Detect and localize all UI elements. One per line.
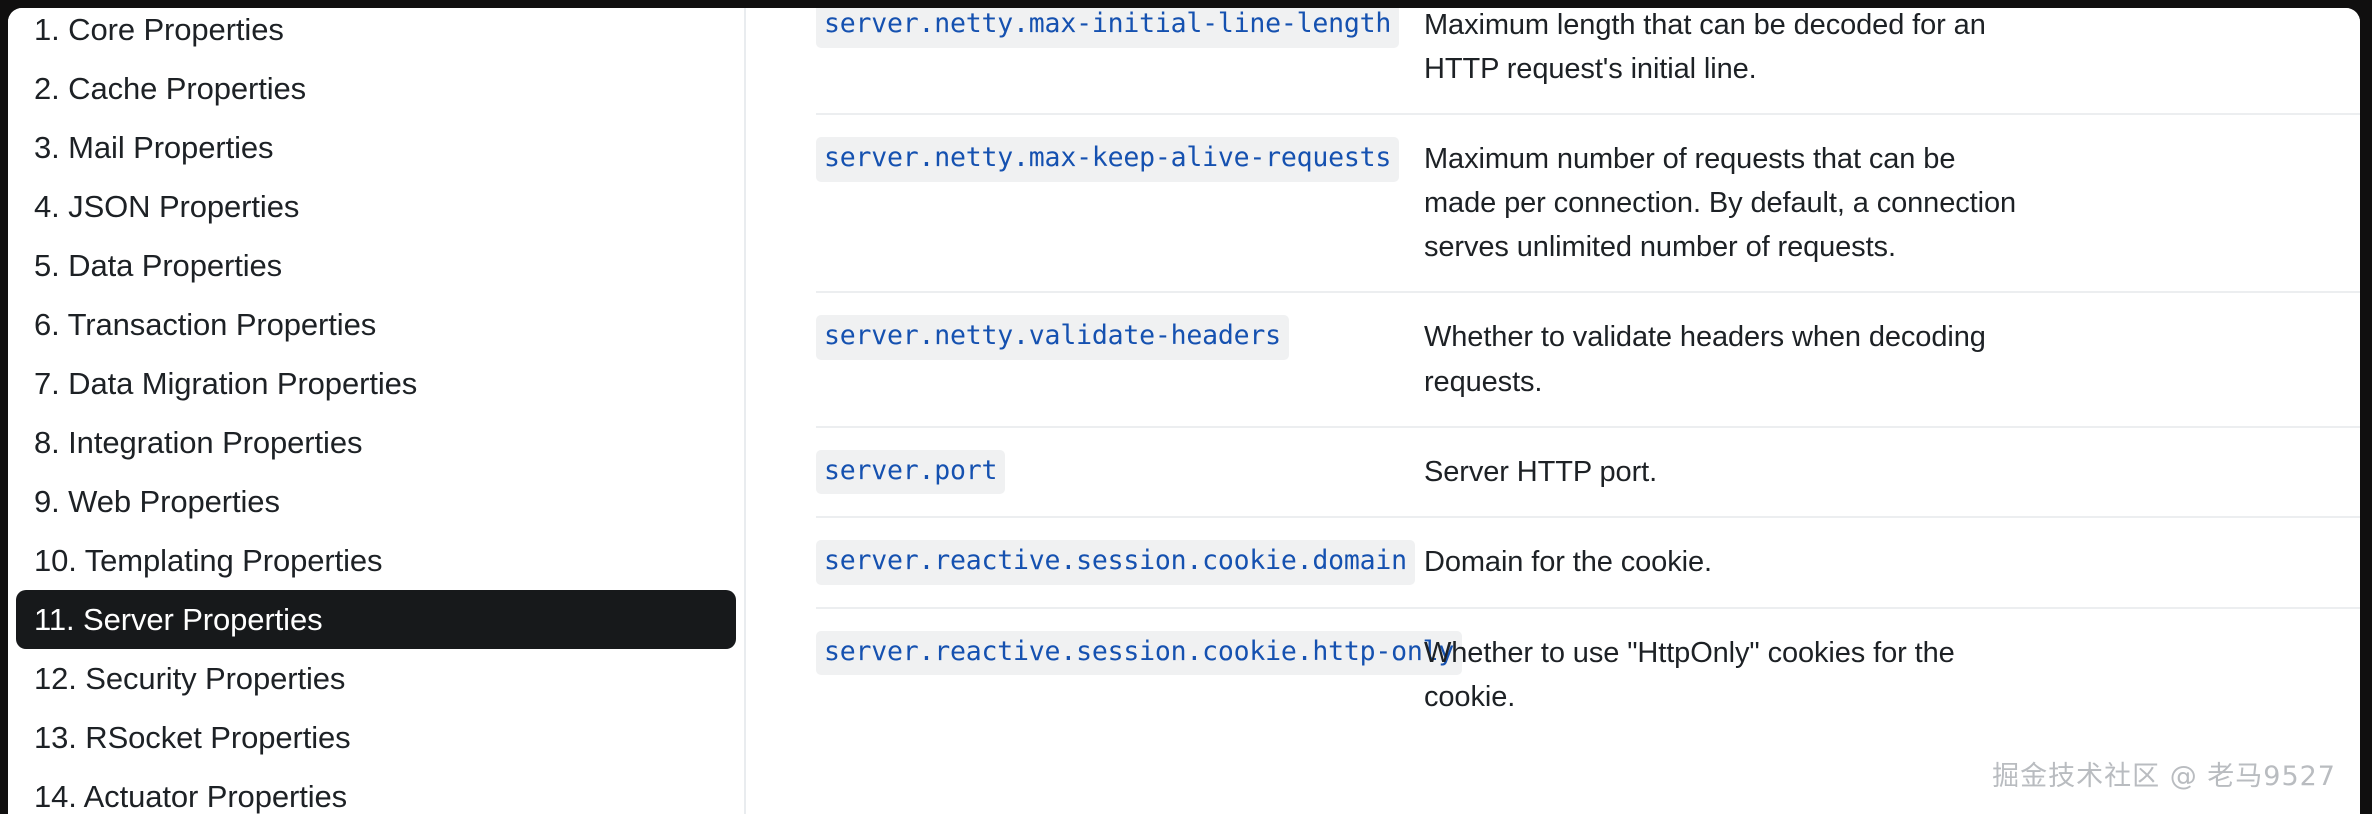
sidebar-item-label: 7. Data Migration Properties <box>34 365 418 401</box>
property-key-cell: server.netty.validate-headers <box>816 315 1424 360</box>
sidebar-item-label: 8. Integration Properties <box>34 424 363 460</box>
properties-content: an HTTP request.server.netty.max-initial… <box>746 8 2360 814</box>
sidebar-item-2[interactable]: 2. Cache Properties <box>16 59 736 118</box>
property-key-cell: server.port <box>816 449 1424 495</box>
property-key-code[interactable]: server.reactive.session.cookie.domain <box>816 540 1415 585</box>
property-key-cell: server.reactive.session.cookie.http-only <box>816 630 1463 675</box>
sidebar-item-8[interactable]: 8. Integration Properties <box>16 413 736 472</box>
property-key-code[interactable]: server.port <box>816 449 1006 495</box>
sidebar-item-label: 5. Data Properties <box>34 247 283 283</box>
property-description: Domain for the cookie. <box>1424 540 2360 584</box>
table-row: server.netty.max-initial-line-length Maxi… <box>816 8 2360 113</box>
toc-list: 1. Core Properties 2. Cache Properties 3. … <box>8 8 744 814</box>
sidebar-item-10[interactable]: 10. Templating Properties <box>16 531 736 590</box>
sidebar-item-label: 4. JSON Properties <box>34 188 300 224</box>
property-description-line: Whether to validate headers when decodin… <box>1424 321 1986 354</box>
property-description-cell: Domain for the cookie. <box>1424 540 2360 584</box>
sidebar-content-divider <box>744 8 746 814</box>
sidebar-item-label: 6. Transaction Properties <box>34 306 377 342</box>
sidebar-item-1[interactable]: 1. Core Properties <box>16 8 736 59</box>
property-description-cell: Server HTTP port. <box>1424 450 2360 494</box>
sidebar-item-label: 2. Cache Properties <box>34 70 307 106</box>
sidebar-item-4[interactable]: 4. JSON Properties <box>16 177 736 236</box>
property-description: Whether to use "HttpOnly" cookies for th… <box>1424 631 2360 719</box>
page-viewport: 1. Core Properties 2. Cache Properties 3. … <box>8 8 2360 814</box>
property-key-cell: server.netty.max-keep-alive-requests <box>816 137 1424 182</box>
property-description: Maximum number of requests that can be ma… <box>1424 137 2360 269</box>
property-key-code[interactable]: server.netty.validate-headers <box>816 315 1289 360</box>
property-description-line: serves unlimited number of requests. <box>1424 231 1896 264</box>
property-key-code[interactable]: server.netty.max-initial-line-length <box>816 8 1400 48</box>
property-key-code[interactable]: server.reactive.session.cookie.http-only <box>816 630 1463 675</box>
property-description-line: Domain for the cookie. <box>1424 546 1712 579</box>
table-row: server.reactive.session.cookie.http-only… <box>816 606 2360 741</box>
property-description-line: HTTP request's initial line. <box>1424 53 1757 86</box>
toc-sidebar: 1. Core Properties 2. Cache Properties 3. … <box>8 8 744 814</box>
property-description-line: Maximum length that can be decoded for a… <box>1424 9 1986 42</box>
sidebar-item-label: 3. Mail Properties <box>34 129 274 165</box>
sidebar-item-12[interactable]: 12. Security Properties <box>16 649 736 708</box>
table-row: server.netty.max-keep-alive-requests Maxi… <box>816 113 2360 291</box>
sidebar-item-13[interactable]: 13. RSocket Properties <box>16 708 736 767</box>
property-description: Server HTTP port. <box>1424 450 2360 494</box>
sidebar-item-9[interactable]: 9. Web Properties <box>16 472 736 531</box>
sidebar-item-label: 1. Core Properties <box>34 11 284 47</box>
sidebar-item-11[interactable]: 11. Server Properties <box>16 590 736 649</box>
property-key-code[interactable]: server.netty.max-keep-alive-requests <box>816 137 1400 182</box>
properties-table: an HTTP request.server.netty.max-initial… <box>816 8 2360 741</box>
sidebar-item-label: 11. Server Properties <box>34 601 323 637</box>
property-description-cell: Whether to validate headers when decodin… <box>1424 315 2360 403</box>
sidebar-item-label: 12. Security Properties <box>34 660 346 696</box>
property-description: Maximum length that can be decoded for a… <box>1424 8 2360 91</box>
sidebar-item-label: 10. Templating Properties <box>34 542 383 578</box>
property-key-cell: server.reactive.session.cookie.domain <box>816 540 1424 585</box>
property-description-cell: Whether to use "HttpOnly" cookies for th… <box>1424 631 2360 719</box>
property-description-line: Maximum number of requests that can be <box>1424 143 1956 176</box>
property-description-cell: Maximum number of requests that can be ma… <box>1424 137 2360 269</box>
table-row: server.port Server HTTP port. <box>816 425 2360 516</box>
property-description-line: made per connection. By default, a conne… <box>1424 187 2016 220</box>
sidebar-item-3[interactable]: 3. Mail Properties <box>16 118 736 177</box>
property-key-cell: server.netty.max-initial-line-length <box>816 8 1424 48</box>
sidebar-item-6[interactable]: 6. Transaction Properties <box>16 295 736 354</box>
table-row: server.netty.validate-headers Whether to … <box>816 291 2360 425</box>
property-description-line: Whether to use "HttpOnly" cookies for th… <box>1424 636 1955 669</box>
sidebar-item-14[interactable]: 14. Actuator Properties <box>16 767 736 814</box>
sidebar-item-label: 14. Actuator Properties <box>34 778 348 814</box>
sidebar-item-label: 13. RSocket Properties <box>34 719 351 755</box>
sidebar-item-5[interactable]: 5. Data Properties <box>16 236 736 295</box>
property-description: Whether to validate headers when decodin… <box>1424 315 2360 403</box>
property-description-line: cookie. <box>1424 680 1516 713</box>
property-description-line: Server HTTP port. <box>1424 455 1658 488</box>
property-description-line: requests. <box>1424 365 1543 398</box>
property-description-cell: Maximum length that can be decoded for a… <box>1424 8 2360 91</box>
sidebar-item-label: 9. Web Properties <box>34 483 280 519</box>
sidebar-item-7[interactable]: 7. Data Migration Properties <box>16 354 736 413</box>
table-row: server.reactive.session.cookie.domain Dom… <box>816 516 2360 606</box>
